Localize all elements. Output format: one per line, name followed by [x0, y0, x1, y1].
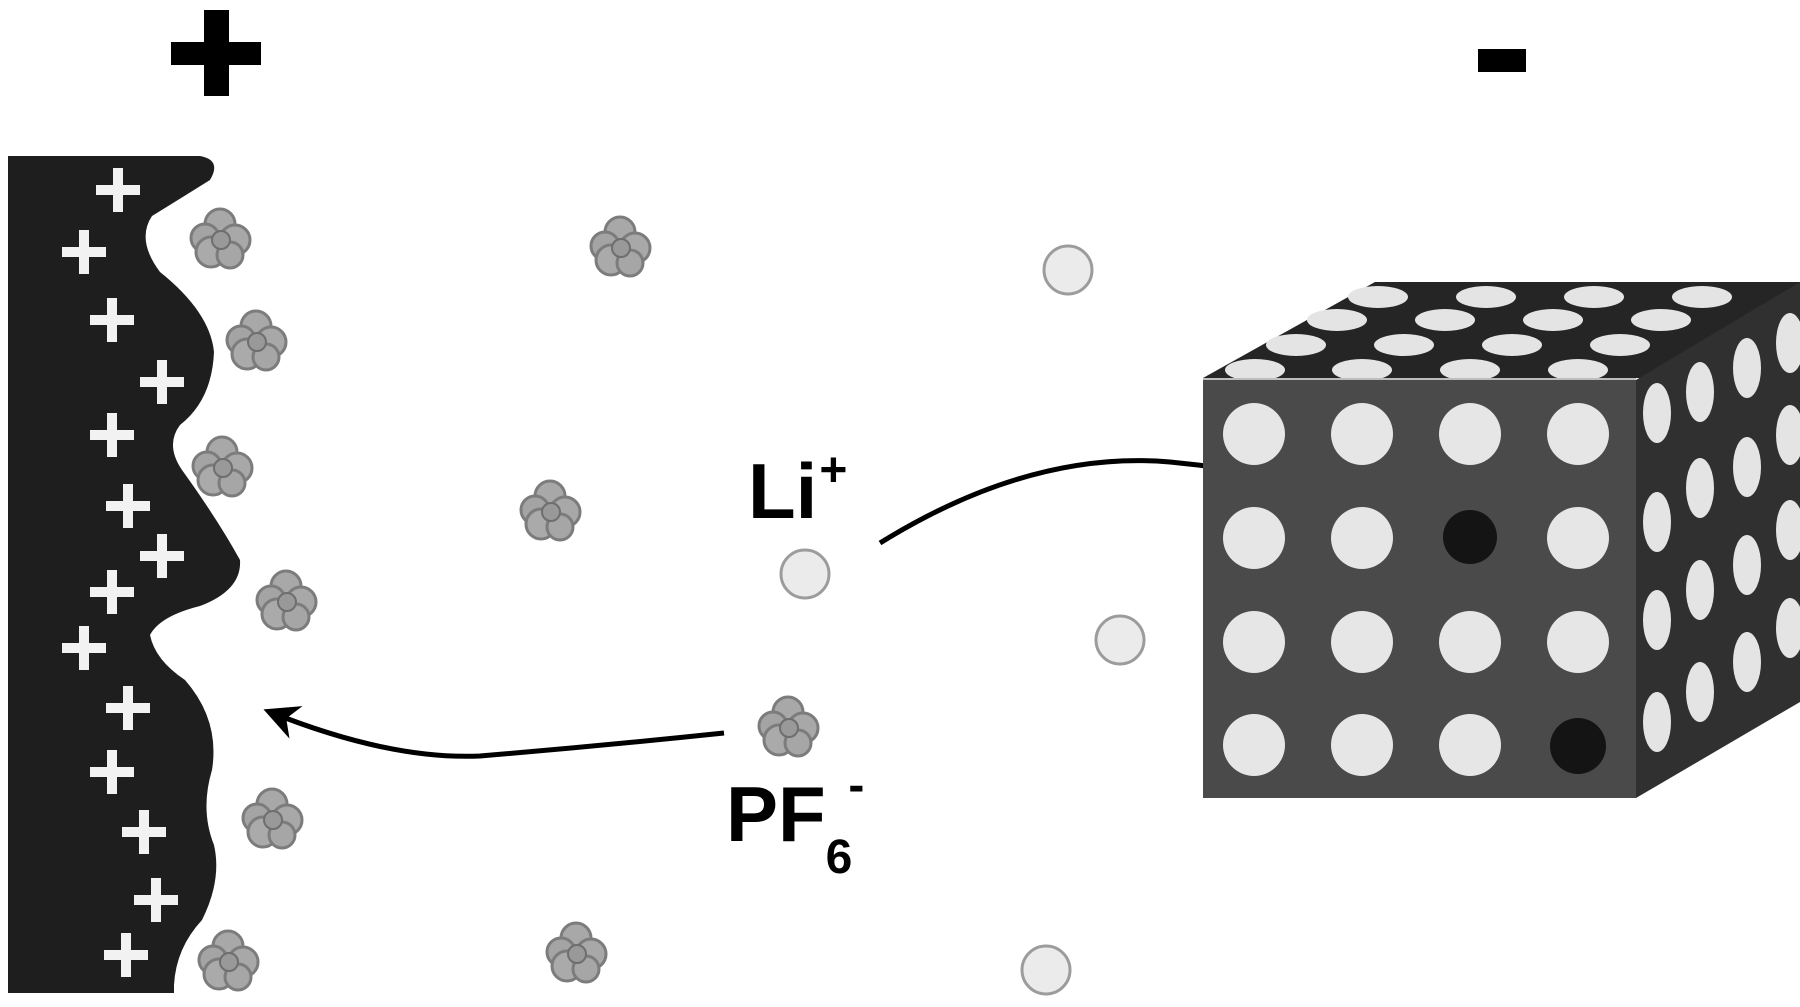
- pf6-adsorption-arrow: [263, 706, 725, 759]
- li-cation-label: Li+: [748, 447, 847, 531]
- pf6-label-subscript: 6: [825, 831, 853, 884]
- negative-polarity-icon: [1478, 49, 1526, 72]
- positive-electrode-body: [8, 156, 241, 993]
- lattice-side-sites: [1643, 313, 1800, 752]
- intercalated-li-site: [1550, 718, 1606, 774]
- pf6-label-base: PF: [726, 770, 826, 858]
- positive-electrode: [8, 156, 318, 993]
- lattice-top-face: [1203, 282, 1800, 378]
- li-label-charge: +: [819, 444, 848, 497]
- positive-polarity-icon: [171, 10, 261, 96]
- intercalated-li-site: [1443, 510, 1497, 564]
- free-pf6-anions: [519, 215, 820, 984]
- lattice-top-sites: [1225, 286, 1732, 381]
- pf6-anion-label: PF6 -: [726, 762, 864, 882]
- li-label-base: Li: [748, 447, 818, 535]
- pf6-label-charge: -: [848, 759, 865, 812]
- lattice-front-sites: [1223, 403, 1609, 776]
- negative-electrode-lattice: [1203, 282, 1800, 798]
